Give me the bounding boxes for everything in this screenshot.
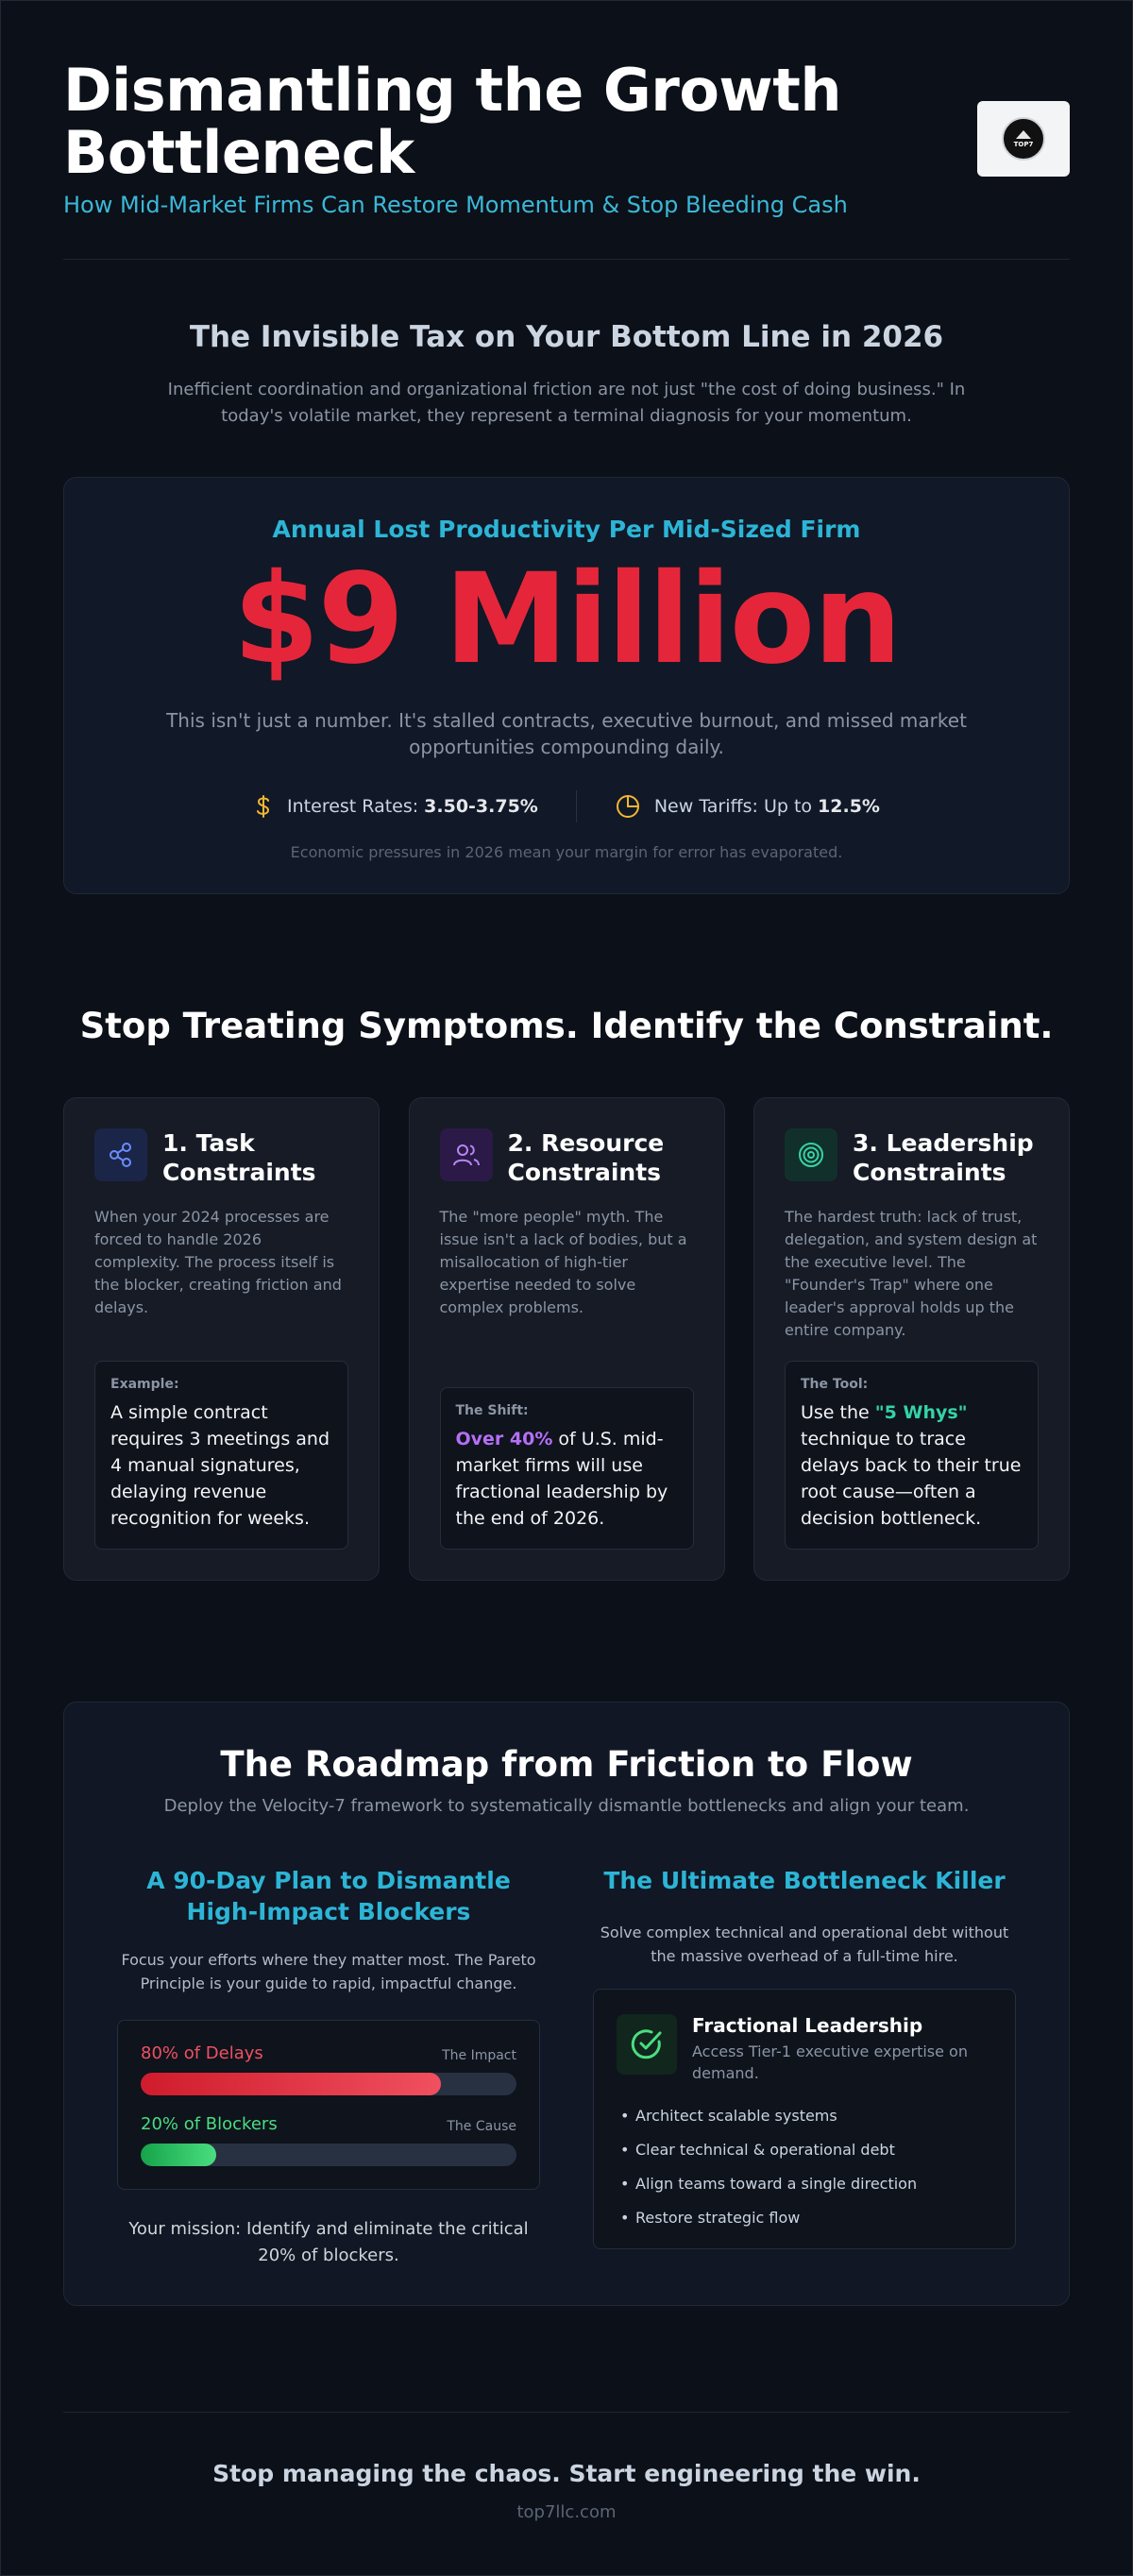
stat-note: Economic pressures in 2026 mean your mar… xyxy=(290,843,843,861)
users-icon xyxy=(439,1128,493,1181)
constraints-title: Stop Treating Symptoms. Identify the Con… xyxy=(79,1006,1054,1046)
tariff-label: New Tariffs: Up to xyxy=(653,796,813,817)
bar-tag: The Impact xyxy=(442,2048,516,2063)
dollar-icon xyxy=(257,795,270,818)
fractional-column: The Ultimate Bottleneck Killer Solve com… xyxy=(593,1865,1016,2269)
list-item: Architect scalable systems xyxy=(617,2107,992,2126)
bar-tag: The Cause xyxy=(447,2119,516,2134)
example-box: Example: A simple contract requires 3 me… xyxy=(94,1361,348,1550)
bar-label: 20% of Blockers xyxy=(141,2114,278,2134)
header: Dismantling the Growth Bottleneck How Mi… xyxy=(63,1,1070,260)
box-text: A simple contract requires 3 meetings an… xyxy=(110,1402,330,1529)
plan-column: A 90-Day Plan to Dismantle High-Impact B… xyxy=(117,1865,540,2269)
constraint-card-task: 1. Task Constraints When your 2024 proce… xyxy=(63,1097,380,1581)
interest-label: Interest Rates: xyxy=(287,796,419,817)
page-title: Dismantling the Growth Bottleneck xyxy=(63,56,841,187)
fractional-title: Fractional Leadership xyxy=(692,2014,923,2037)
card-text: The hardest truth: lack of trust, delega… xyxy=(785,1208,1038,1339)
target-icon xyxy=(785,1128,837,1181)
box-body: technique to trace delays back to their … xyxy=(801,1429,1022,1529)
killer-text: Solve complex technical and operational … xyxy=(600,1924,1009,1965)
bar-fill xyxy=(141,2073,442,2095)
constraint-card-leadership: 3. Leadership Constraints The hardest tr… xyxy=(753,1097,1070,1581)
share-icon xyxy=(94,1128,147,1181)
roadmap-section: The Roadmap from Friction to Flow Deploy… xyxy=(63,1702,1070,2306)
tariff-rate: New Tariffs: Up to 12.5% xyxy=(615,793,880,820)
box-label: The Shift: xyxy=(455,1403,529,1418)
box-text: Use the "5 Whys" technique to trace dela… xyxy=(801,1399,1023,1532)
bar-delays: 80% of Delays The Impact xyxy=(141,2043,516,2095)
constraint-cards: 1. Task Constraints When your 2024 proce… xyxy=(63,1097,1070,1581)
page-subtitle: How Mid-Market Firms Can Restore Momentu… xyxy=(63,192,848,218)
footer-link[interactable]: top7llc.com xyxy=(516,2502,617,2522)
stat-label: Annual Lost Productivity Per Mid-Sized F… xyxy=(272,516,861,543)
footer-cta: Stop managing the chaos. Start engineeri… xyxy=(212,2460,921,2487)
logo-badge: TOP7 xyxy=(1002,117,1045,161)
plan-title: A 90-Day Plan to Dismantle High-Impact B… xyxy=(146,1867,511,1925)
card-title: 2. Resource Constraints xyxy=(507,1129,665,1186)
benefits-list: Architect scalable systems Clear technic… xyxy=(617,2107,992,2228)
logo-text: TOP7 xyxy=(1013,140,1034,148)
list-item: Restore strategic flow xyxy=(617,2209,992,2228)
box-label: Example: xyxy=(110,1377,179,1392)
box-prefix: Use the xyxy=(801,1402,875,1423)
pie-chart-icon xyxy=(616,795,639,818)
fractional-leadership-box: Fractional Leadership Access Tier-1 exec… xyxy=(593,1989,1016,2249)
box-text: Over 40% of U.S. mid-market firms will u… xyxy=(456,1426,678,1532)
bar-track xyxy=(141,2073,516,2095)
bar-label: 80% of Delays xyxy=(141,2043,263,2063)
roadmap-subtitle: Deploy the Velocity-7 framework to syste… xyxy=(163,1796,970,1816)
stat-description: This isn't just a number. It's stalled c… xyxy=(166,709,967,758)
stat-value: $9 Million xyxy=(232,547,903,692)
bar-blockers: 20% of Blockers The Cause xyxy=(141,2114,516,2166)
fractional-subtitle: Access Tier-1 executive expertise on dem… xyxy=(692,2042,968,2082)
card-title: 1. Task Constraints xyxy=(162,1129,316,1186)
box-highlight: Over 40% xyxy=(455,1429,553,1449)
tax-section-text: Inefficient coordination and organizatio… xyxy=(167,380,966,426)
stat-card: Annual Lost Productivity Per Mid-Sized F… xyxy=(63,477,1070,894)
divider xyxy=(575,790,577,822)
roadmap-title: The Roadmap from Friction to Flow xyxy=(220,1744,913,1785)
rates-row: Interest Rates: 3.50-3.75% New Tariffs: … xyxy=(64,790,1069,822)
killer-title: The Ultimate Bottleneck Killer xyxy=(603,1867,1006,1894)
box-highlight: "5 Whys" xyxy=(874,1402,968,1423)
mountain-icon xyxy=(1016,129,1031,139)
constraint-card-resource: 2. Resource Constraints The "more people… xyxy=(408,1097,725,1581)
card-text: The "more people" myth. The issue isn't … xyxy=(439,1208,687,1316)
bar-track xyxy=(141,2144,516,2166)
box-body: of U.S. mid-market firms will use fracti… xyxy=(455,1429,668,1529)
mission-text: Your mission: Identify and eliminate the… xyxy=(128,2219,529,2265)
list-item: Align teams toward a single direction xyxy=(617,2175,992,2194)
card-title: 3. Leadership Constraints xyxy=(853,1129,1034,1186)
bar-fill xyxy=(141,2144,216,2166)
list-item: Clear technical & operational debt xyxy=(617,2141,992,2160)
logo: TOP7 xyxy=(977,101,1070,177)
shift-box: The Shift: Over 40% of U.S. mid-market f… xyxy=(439,1387,694,1550)
tax-section-title: The Invisible Tax on Your Bottom Line in… xyxy=(189,320,944,354)
plan-text: Focus your efforts where they matter mos… xyxy=(121,1951,536,1992)
check-circle-icon xyxy=(617,2014,677,2075)
tariff-value: 12.5% xyxy=(818,796,880,817)
box-label: The Tool: xyxy=(801,1377,869,1392)
interest-value: 3.50-3.75% xyxy=(424,796,538,817)
pareto-bars: 80% of Delays The Impact 20% of Blockers… xyxy=(117,2020,540,2190)
tool-box: The Tool: Use the "5 Whys" technique to … xyxy=(785,1361,1039,1550)
interest-rate: Interest Rates: 3.50-3.75% xyxy=(253,794,538,819)
card-text: When your 2024 processes are forced to h… xyxy=(94,1208,342,1316)
footer: Stop managing the chaos. Start engineeri… xyxy=(63,2412,1070,2522)
